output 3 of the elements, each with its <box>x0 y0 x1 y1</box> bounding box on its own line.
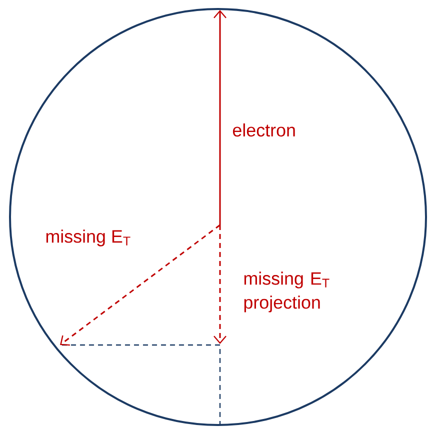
vector-label: missing E$_{T}$ projection <box>244 272 330 312</box>
vector-label: electron <box>232 123 295 137</box>
vector-label: missing E$_{T}$ <box>46 230 130 246</box>
